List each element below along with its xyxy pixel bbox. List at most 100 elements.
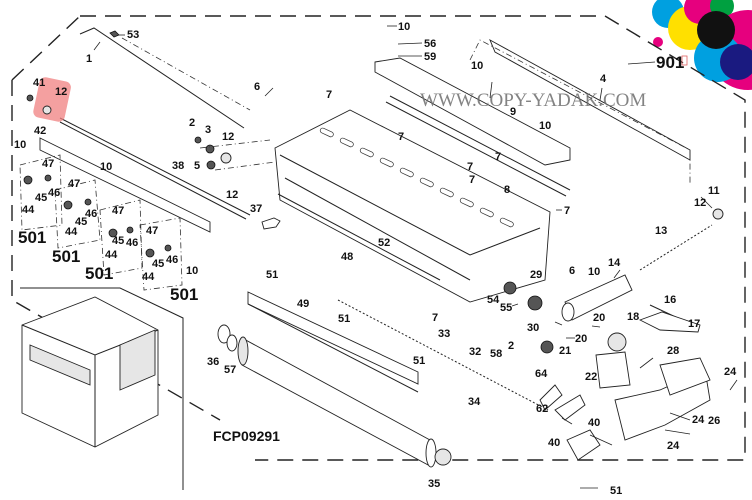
callout-8: 8 [504, 184, 510, 196]
callout-38: 38 [172, 160, 184, 172]
callout-28: 28 [667, 345, 679, 357]
callout-501-c: 501 [85, 264, 113, 283]
callout-16: 16 [664, 294, 676, 306]
callout-9: 9 [510, 106, 516, 118]
part-41-screw [26, 94, 34, 102]
callout-12-gear: 12 [222, 131, 234, 143]
callout-501-b: 501 [52, 247, 80, 266]
callout-13: 13 [655, 225, 667, 237]
leader-lines [93, 25, 738, 489]
callout-10-left: 10 [14, 139, 26, 151]
callouts: 53 1 41 12 42 10 2 3 12 5 38 47 46 45 44… [14, 21, 737, 497]
callout-501-a: 501 [18, 228, 46, 247]
callout-24-a: 24 [724, 366, 737, 378]
callout-7-a: 7 [326, 89, 332, 101]
callout-47-b: 47 [68, 178, 80, 190]
callout-47-c: 47 [112, 205, 124, 217]
color-logo [652, 0, 752, 90]
callout-58: 58 [490, 348, 502, 360]
part-13-auger [639, 224, 713, 271]
callout-51-c: 51 [413, 355, 425, 367]
callout-501-d: 501 [170, 285, 198, 304]
assembly-marker [681, 55, 688, 66]
callout-12-highlight: 12 [55, 86, 67, 98]
callout-40-b: 40 [548, 437, 560, 449]
part-59-plate [374, 57, 571, 166]
callout-46-d: 46 [166, 254, 178, 266]
part-36-bearing [217, 324, 231, 344]
part-34-auger [337, 299, 549, 411]
part-62-lever [554, 394, 586, 421]
part-42-plate [39, 137, 211, 233]
inset-frame [20, 287, 184, 490]
callout-2-mid: 2 [508, 340, 514, 352]
part-49-plate [247, 291, 419, 393]
part-9-bar [385, 95, 571, 197]
callout-7-b: 7 [398, 131, 404, 143]
callout-46-c: 46 [126, 237, 138, 249]
part-35-cap [434, 448, 452, 466]
callout-45-c: 45 [112, 235, 124, 247]
part-38-bar [59, 117, 251, 220]
callout-10-c: 10 [186, 265, 198, 277]
callout-1: 1 [86, 53, 92, 65]
part-21-gear [540, 340, 554, 354]
callout-30: 30 [527, 322, 539, 334]
part-29-gear [503, 281, 517, 295]
callout-12-right: 12 [694, 197, 706, 209]
callout-20-b: 20 [575, 333, 587, 345]
callout-3: 3 [205, 124, 211, 136]
callout-48: 48 [341, 251, 353, 263]
callout-4: 4 [600, 73, 607, 85]
callout-12-frame: 12 [226, 189, 238, 201]
callout-24-b: 24 [692, 414, 705, 426]
callout-22: 22 [585, 371, 597, 383]
callout-37: 37 [250, 203, 262, 215]
callout-21: 21 [559, 345, 571, 357]
figure-code: FCP09291 [213, 428, 280, 444]
part-37-bracket [261, 217, 281, 230]
gear-cluster [194, 136, 276, 171]
callout-6-mid: 6 [569, 265, 575, 277]
assembly-label-901: 901 [656, 53, 684, 72]
callout-10-mid2: 10 [588, 266, 600, 278]
callout-51-a: 51 [266, 269, 278, 281]
callout-20-a: 20 [593, 312, 605, 324]
subassembly-501-group [19, 154, 183, 291]
right-housing [614, 357, 711, 441]
callout-7-c: 7 [467, 161, 473, 173]
callout-45-a: 45 [35, 192, 47, 204]
callout-10-mid: 10 [539, 120, 551, 132]
callout-45-d: 45 [152, 258, 164, 270]
callout-14: 14 [608, 257, 621, 269]
callout-47-d: 47 [146, 225, 158, 237]
callout-54: 54 [487, 294, 500, 306]
part-22-plate [595, 351, 631, 389]
part-4-cover [469, 38, 691, 185]
callout-10-right: 10 [471, 60, 483, 72]
callout-7-g: 7 [432, 312, 438, 324]
callout-51-b: 51 [338, 313, 350, 325]
callout-10-b: 10 [100, 161, 112, 173]
callout-36: 36 [207, 356, 219, 368]
part-64-lever [539, 384, 563, 411]
callout-46-b: 46 [85, 208, 97, 220]
callout-11: 11 [708, 185, 720, 197]
logo-circle-small-magenta [653, 37, 663, 47]
part-1-rod [79, 27, 251, 129]
part-57-ring [226, 334, 238, 352]
printer-inset [21, 296, 159, 448]
callout-33: 33 [438, 328, 450, 340]
callout-10-top: 10 [398, 21, 410, 33]
callout-2-top: 2 [189, 117, 195, 129]
callout-6-top: 6 [254, 81, 260, 93]
part-48-rod [277, 193, 441, 281]
callout-44-a: 44 [22, 204, 35, 216]
part-12-roller [42, 105, 52, 115]
callout-55: 55 [500, 302, 512, 314]
bottom-bracket [566, 429, 601, 461]
main-frame [274, 109, 551, 303]
logo-circle-black [697, 11, 735, 49]
callout-47-a: 47 [42, 158, 54, 170]
